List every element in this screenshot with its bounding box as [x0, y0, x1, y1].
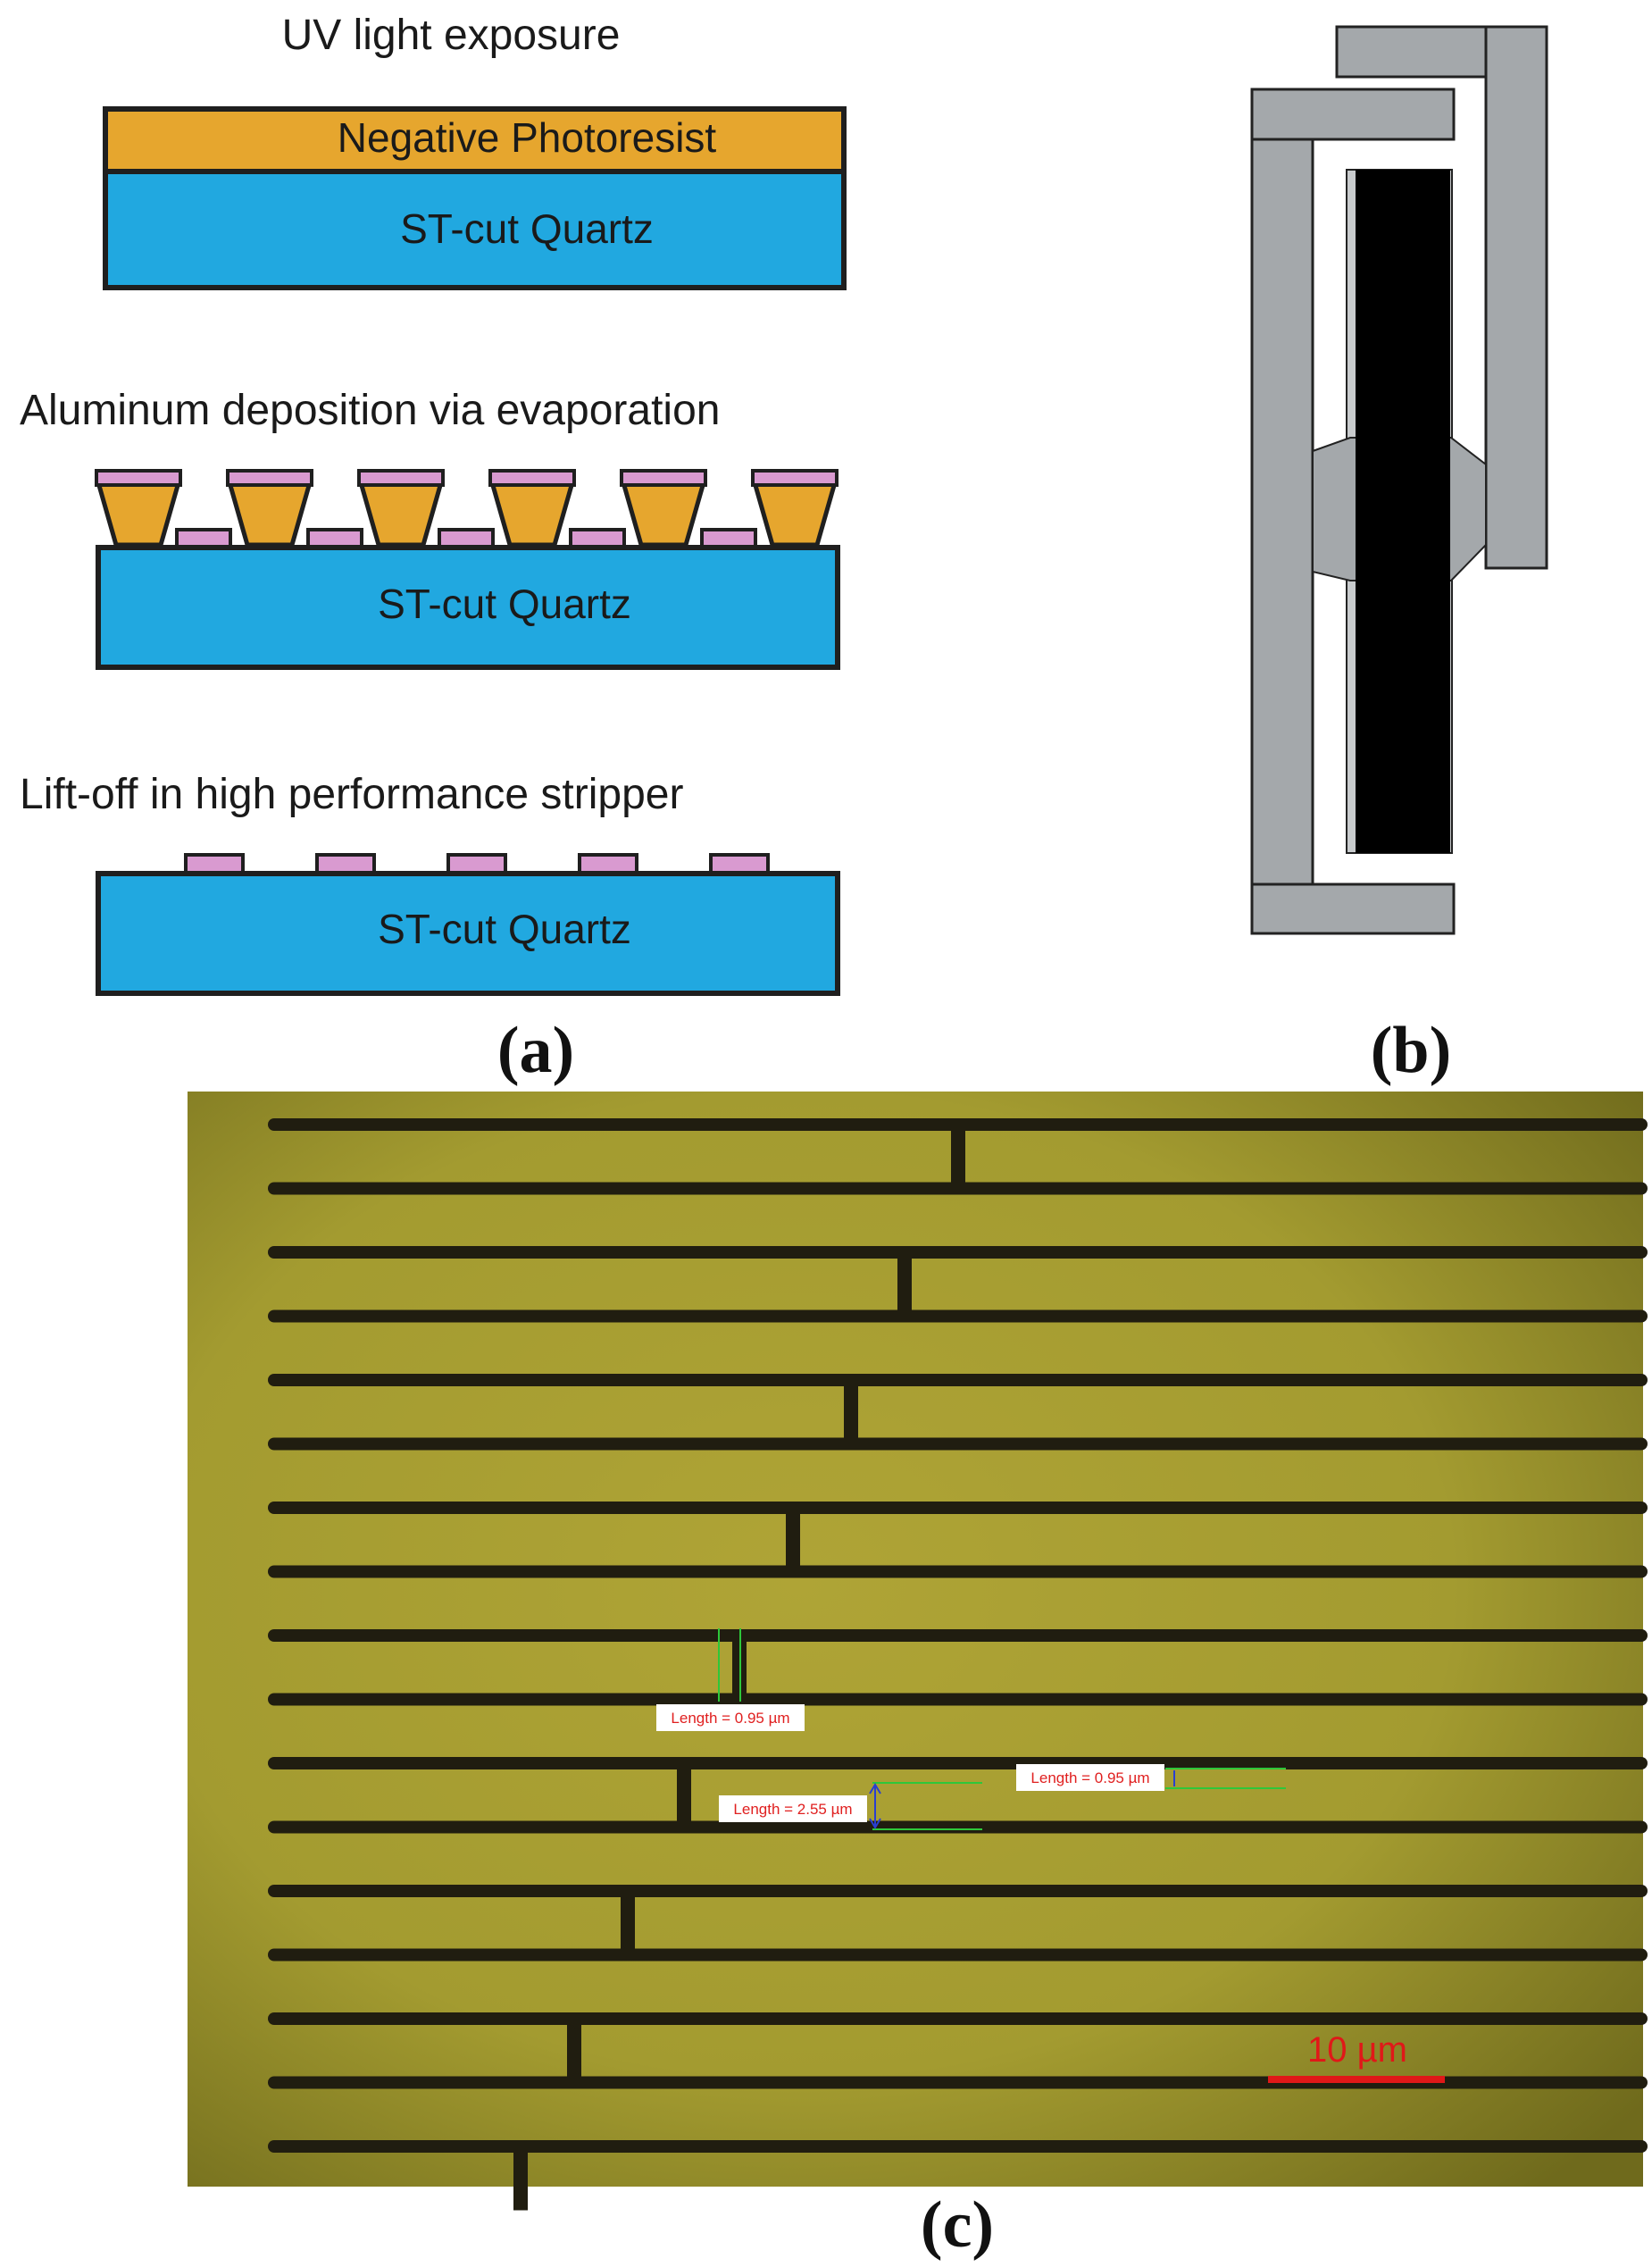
- photoresist-trapezoid: [95, 480, 182, 548]
- scale-bar-label: 10 µm: [1307, 2030, 1407, 2070]
- electrode-line: [268, 2140, 1648, 2153]
- quartz-label-1: ST-cut Quartz: [400, 205, 654, 252]
- electrode-line: [268, 1565, 1648, 1578]
- panel-a-label: (a): [497, 1014, 574, 1087]
- quartz-substrate-1: [103, 169, 847, 290]
- panel-b: [1250, 25, 1548, 935]
- electrode-row: [184, 853, 770, 876]
- frame-top-hook: [1335, 25, 1489, 79]
- step-1-title: UV light exposure: [282, 12, 621, 59]
- electrode-gap-bridge: [513, 2146, 528, 2211]
- electrode-line: [268, 1309, 1648, 1323]
- interdigital-electrodes: [268, 1118, 1648, 2211]
- electrode-line: [268, 1437, 1648, 1451]
- photoresist-trapezoid: [226, 480, 313, 548]
- electrode-gap-bridge: [567, 2019, 581, 2083]
- step-lift-off: Lift-off in high performance stripper ST…: [20, 771, 840, 996]
- electrode-line: [268, 2012, 1648, 2025]
- frame-top-arm: [1250, 88, 1456, 141]
- frame-left-bar: [1250, 138, 1314, 887]
- measurement-3: Length = 0.95 µm: [1016, 1764, 1286, 1791]
- scale-bar: 10 µm: [1268, 2030, 1445, 2083]
- measure-label-3: Length = 0.95 µm: [1030, 1769, 1149, 1786]
- measure-label-box-3: [1016, 1764, 1164, 1791]
- deposition-features: [95, 469, 839, 549]
- electrode-line: [268, 1693, 1648, 1706]
- quartz-substrate-3: [96, 871, 840, 996]
- electrode-line: [268, 1374, 1648, 1386]
- electrode-line: [268, 1246, 1648, 1259]
- scale-bar-line: [1268, 2076, 1445, 2083]
- measure-label-2: Length = 2.55 µm: [733, 1801, 852, 1818]
- photoresist-label: Negative Photoresist: [338, 114, 717, 161]
- measurement-1: Length = 0.95 µm: [656, 1628, 805, 1731]
- step-uv-exposure: UV light exposure Negative Photoresist S…: [103, 12, 847, 290]
- step-aluminum-deposition: Aluminum deposition via evaporation ST-c…: [20, 387, 840, 670]
- panel-c-label: (c): [921, 2188, 994, 2262]
- step-2-title: Aluminum deposition via evaporation: [20, 387, 720, 434]
- photoresist-trapezoid: [620, 480, 707, 548]
- electrode-gap-bridge: [677, 1763, 691, 1828]
- electrode-line: [268, 1629, 1648, 1642]
- photoresist-trapezoid: [488, 480, 576, 548]
- electrode-line: [268, 1820, 1648, 1834]
- electrode-gap-bridge: [951, 1125, 965, 1189]
- electrode-line: [268, 1885, 1648, 1897]
- quartz-label-2: ST-cut Quartz: [378, 581, 631, 627]
- photoresist-trapezoid: [751, 480, 839, 548]
- aluminum-cap: [357, 469, 445, 487]
- electrode-gap-bridge: [786, 1508, 800, 1572]
- measure-label-1: Length = 0.95 µm: [671, 1710, 789, 1727]
- quartz-substrate-2: [96, 545, 840, 670]
- electrode-line: [268, 1502, 1648, 1514]
- panel-a: UV light exposure Negative Photoresist S…: [20, 12, 847, 1087]
- step-3-title: Lift-off in high performance stripper: [20, 771, 684, 818]
- electrode-line: [268, 1948, 1648, 1962]
- arrowhead-down-icon: [869, 1818, 881, 1829]
- aluminum-cap: [620, 469, 707, 487]
- measure-label-box-2: [719, 1795, 867, 1822]
- aluminum-cap: [226, 469, 313, 487]
- aluminum-cap: [751, 469, 839, 487]
- electrode-gap-bridge: [897, 1252, 912, 1317]
- electrode-line: [268, 1757, 1648, 1769]
- measurement-2: Length = 2.55 µm: [719, 1782, 982, 1830]
- panel-b-label: (b): [1371, 1014, 1451, 1087]
- arrowhead-up-icon: [869, 1783, 881, 1794]
- frame-bottom-arm: [1250, 883, 1456, 935]
- electrode-gap-bridge: [621, 1891, 635, 1955]
- photoresist-trapezoid: [357, 480, 445, 548]
- aluminum-cap: [488, 469, 576, 487]
- quartz-label-3: ST-cut Quartz: [378, 906, 631, 952]
- panel-c-micrograph: Length = 0.95 µm Length = 2.55 µm Length…: [188, 1092, 1648, 2211]
- crystal-resonator: [1356, 170, 1450, 853]
- frame-right-bar: [1484, 25, 1548, 570]
- aluminum-cap: [95, 469, 182, 487]
- measure-label-box-1: [656, 1704, 805, 1731]
- electrode-gap-bridge: [844, 1380, 858, 1444]
